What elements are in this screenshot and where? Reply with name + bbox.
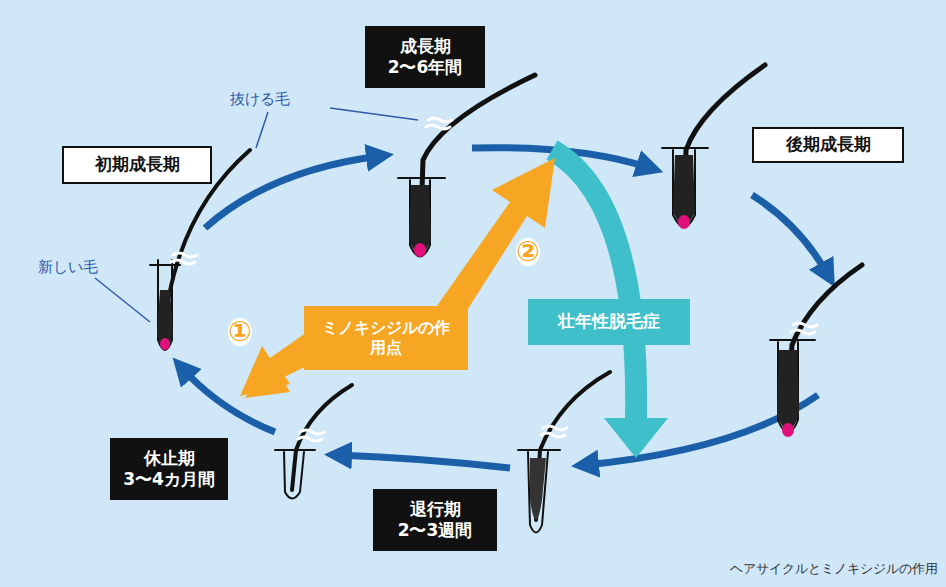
node-text: 2〜6年間 xyxy=(388,57,463,78)
callout-number: ① xyxy=(228,318,252,346)
node-text: 成長期 xyxy=(400,36,451,57)
phase-box: 後期成長期 xyxy=(752,127,904,163)
teal-arrow xyxy=(552,150,636,420)
orange-arrows xyxy=(240,158,555,398)
node-text: ミノキシジルの作用点 xyxy=(322,318,450,358)
node-text: 3〜4カ月間 xyxy=(123,469,215,490)
teal-arrowhead xyxy=(604,418,668,458)
phase-box: 退行期2〜3週間 xyxy=(373,489,497,551)
phase-box: 休止期3〜4カ月間 xyxy=(110,438,228,500)
hair-label: 抜ける毛 xyxy=(230,90,290,109)
node-text: 退行期 xyxy=(410,499,461,520)
condition-band: 壮年性脱毛症 xyxy=(528,299,690,345)
action-point-box: ミノキシジルの作用点 xyxy=(304,306,468,370)
phase-box: 成長期2〜6年間 xyxy=(365,26,485,88)
node-text: 初期成長期 xyxy=(95,154,180,175)
leader-lines xyxy=(95,108,418,322)
callout-number: ② xyxy=(516,238,540,266)
node-text: 休止期 xyxy=(144,448,195,469)
hair-label: 新しい毛 xyxy=(38,258,98,277)
node-text: 2〜3週間 xyxy=(398,520,473,541)
node-text: 後期成長期 xyxy=(786,134,871,155)
node-text: 壮年性脱毛症 xyxy=(558,311,660,332)
phase-box: 初期成長期 xyxy=(62,146,212,184)
caption: ヘアサイクルとミノキシジルの作用 xyxy=(730,560,938,578)
cycle-arrows xyxy=(182,148,828,468)
